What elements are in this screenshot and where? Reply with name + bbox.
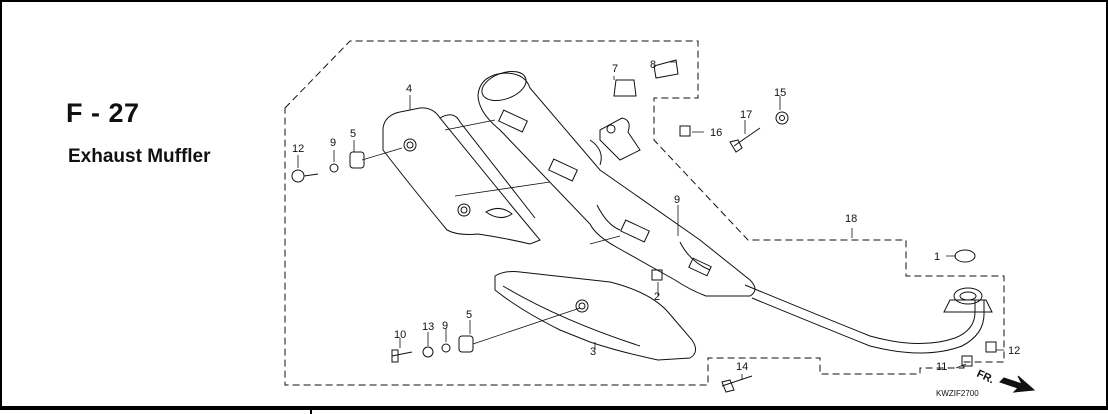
- bolt-16: [721, 375, 753, 393]
- muffler-body: [477, 72, 756, 297]
- washer-9-upper: [329, 163, 339, 173]
- callout-9-lower: 9: [442, 320, 448, 332]
- bolt-8: [653, 59, 679, 79]
- muffler-top-mount-hole: [606, 124, 616, 134]
- washer-9-lower: [441, 343, 451, 353]
- muffler-bracket-2: [548, 158, 578, 182]
- callout-8: 8: [650, 59, 656, 71]
- drawing-reference: KWZIF2700: [936, 389, 979, 398]
- leader-lines: [297, 61, 1004, 380]
- front-marker-label: FR.: [975, 368, 996, 386]
- heat-shield-upper-hole-a-inner: [406, 141, 414, 149]
- exhaust-pipe: [744, 284, 985, 354]
- washer-13: [422, 346, 434, 358]
- nut-12-right: [985, 341, 997, 353]
- muffler-end-cap: [481, 70, 527, 102]
- exhaust-flange-plate: [943, 299, 993, 313]
- exhaust-flange-inner: [959, 291, 977, 301]
- heat-shield-upper-hole-b-inner: [460, 206, 468, 214]
- collar-5-upper: [349, 151, 365, 169]
- heat-shield-upper-hole-a: [403, 138, 417, 152]
- front-arrow: [999, 375, 1036, 393]
- callout-9-upper: 9: [330, 137, 336, 149]
- callout-5-upper: 5: [350, 128, 356, 140]
- heat-shield-lower: [494, 271, 696, 361]
- washer-15-inner: [779, 115, 785, 121]
- clip-7: [613, 79, 637, 97]
- assembly-boundary: [284, 40, 1005, 386]
- callout-5-lower: 5: [466, 309, 472, 321]
- muffler-bracket-1: [498, 109, 528, 133]
- heat-shield-upper-hole-b: [457, 203, 471, 217]
- callout-12-lower: 11: [936, 361, 947, 373]
- bolt-head-11: [291, 169, 305, 183]
- callout-4: 4: [406, 83, 412, 95]
- exhaust-flange: [953, 287, 983, 305]
- callout-17: 17: [740, 109, 752, 121]
- bolt-shank-11: [303, 173, 319, 177]
- callout-14: 16: [710, 127, 722, 139]
- bottom-tick: [310, 406, 312, 414]
- heat-shield-upper: [382, 107, 541, 245]
- figure-code: F - 27: [66, 98, 140, 128]
- muffler-seam-1: [589, 139, 602, 166]
- callout-2: 2: [654, 291, 660, 303]
- heat-shield-lower-rib: [502, 285, 641, 347]
- callout-6: 9: [674, 194, 680, 206]
- gasket-1: [954, 249, 976, 263]
- nut-14: [679, 125, 691, 137]
- nut-2: [651, 269, 663, 281]
- muffler-bracket-3: [620, 219, 650, 243]
- callout-15: 15: [774, 87, 786, 99]
- bottom-rule: [0, 408, 1108, 410]
- collar-5-lower: [458, 335, 474, 353]
- bolt-10: [391, 349, 413, 363]
- callout-1: 1: [934, 251, 940, 263]
- muffler-bracket-4: [688, 257, 712, 277]
- callout-18: 18: [845, 213, 857, 225]
- callout-11: 12: [292, 143, 304, 155]
- callout-7: 7: [612, 63, 618, 75]
- bolt-17: [729, 127, 761, 153]
- figure-title: Exhaust Muffler: [68, 146, 211, 167]
- heat-shield-upper-rib: [439, 114, 536, 219]
- heat-shield-lower-hole: [575, 299, 589, 313]
- heat-shield-upper-notch: [485, 208, 513, 218]
- callout-13: 13: [422, 321, 434, 333]
- callout-16: 14: [736, 361, 748, 373]
- callout-3: 3: [590, 346, 596, 358]
- muffler-seam-2: [596, 204, 621, 231]
- washer-15: [775, 111, 789, 125]
- callout-10: 10: [394, 329, 406, 341]
- callout-12-right: 12: [1008, 345, 1020, 357]
- muffler-top-mount: [599, 117, 641, 161]
- nut-12-lower: [961, 355, 973, 367]
- heat-shield-lower-hole-inner: [578, 302, 586, 310]
